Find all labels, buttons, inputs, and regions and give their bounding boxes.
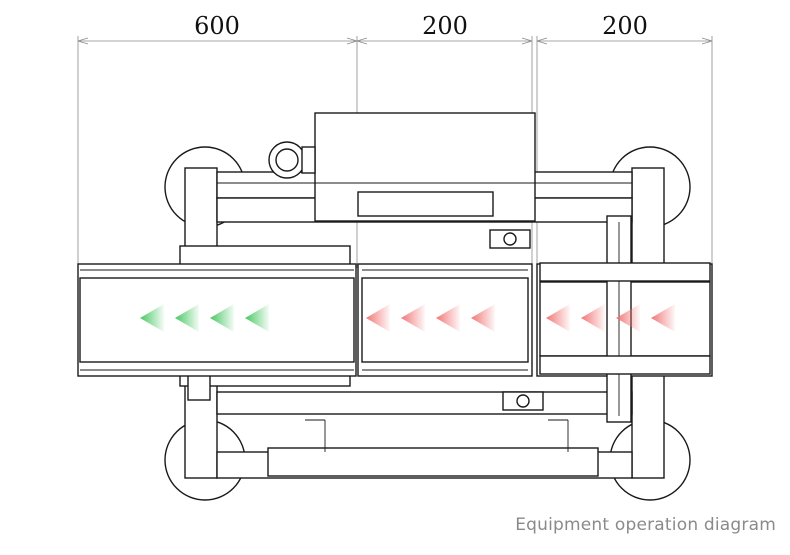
flow-arrows-green: [140, 304, 269, 332]
flow-arrow-green-1: [140, 304, 164, 332]
dimension-label-1: 600: [194, 12, 240, 40]
guide-post: [187, 374, 211, 401]
flow-arrow-green-3: [210, 304, 234, 332]
flow-arrow-red-3: [436, 304, 460, 332]
flow-arrow-red-8: [651, 304, 675, 332]
detector-head: [268, 112, 536, 222]
flow-arrow-red-1: [366, 304, 390, 332]
flow-arrow-green-4: [245, 304, 269, 332]
flow-arrow-red-5: [546, 304, 570, 332]
flow-arrow-red-7: [616, 304, 640, 332]
flow-arrow-red-6: [581, 304, 605, 332]
side-plate-left: [179, 245, 351, 267]
sensor-bracket-top: [489, 229, 531, 249]
dimension-lines: [77, 36, 713, 268]
sensor-bracket-bottom: [502, 391, 544, 411]
dimension-label-2: 200: [422, 12, 468, 40]
flow-arrows-red: [366, 304, 675, 332]
flow-arrow-green-2: [175, 304, 199, 332]
flow-arrow-red-2: [401, 304, 425, 332]
machine-frame: [184, 167, 665, 479]
diagram-caption: Equipment operation diagram: [515, 515, 776, 535]
flow-arrow-red-4: [471, 304, 495, 332]
dimension-label-3: 200: [602, 12, 648, 40]
